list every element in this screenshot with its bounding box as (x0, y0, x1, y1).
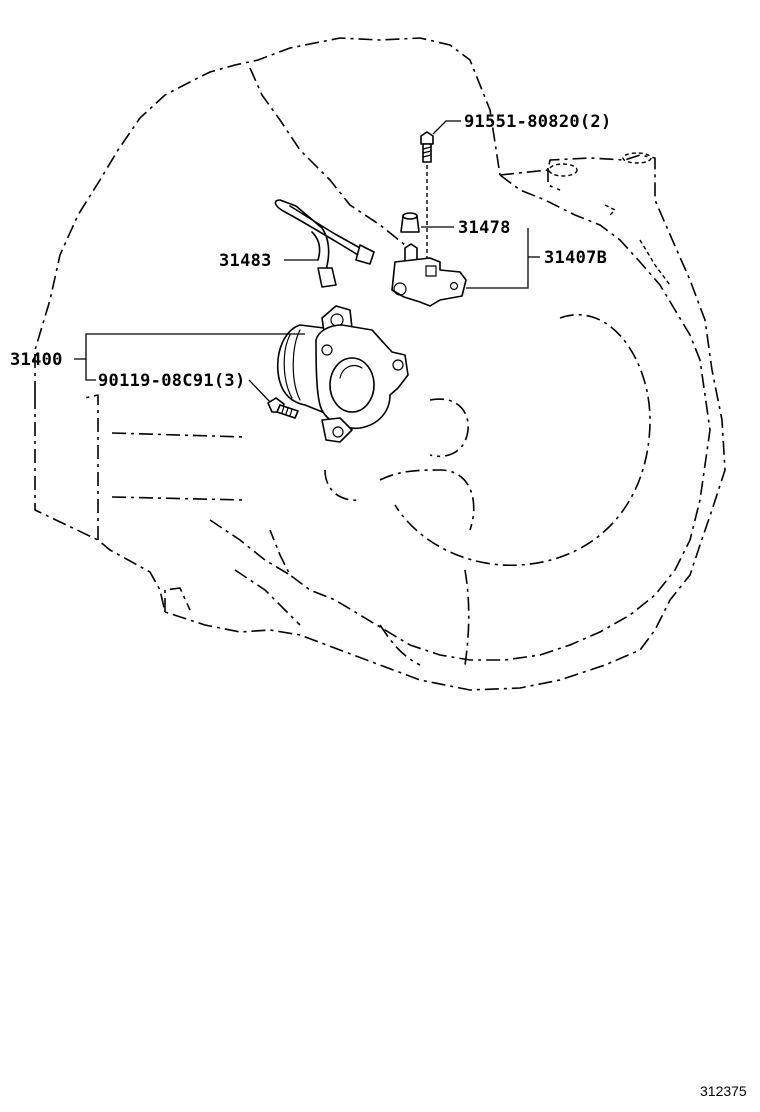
leader-lines (74, 120, 540, 403)
callout-31400: 31400 (10, 350, 63, 370)
callout-31483: 31483 (219, 251, 272, 271)
callout-90119-08C91: 90119-08C91(3) (98, 371, 246, 391)
illustration-number: 312375 (700, 1083, 747, 1099)
callout-91551-80820: 91551-80820(2) (464, 112, 612, 132)
callout-31407B: 31407B (544, 248, 607, 268)
release-cylinder-bolt (267, 397, 299, 419)
callout-31478: 31478 (458, 218, 511, 238)
bleeder-plug-assembly (391, 243, 467, 307)
clutch-release-cylinder (276, 305, 409, 443)
bleeder-cap (400, 212, 420, 233)
transmission-housing-outline (34, 37, 726, 691)
clutch-line-tube (274, 199, 375, 288)
flange-bolt-top (420, 131, 434, 265)
